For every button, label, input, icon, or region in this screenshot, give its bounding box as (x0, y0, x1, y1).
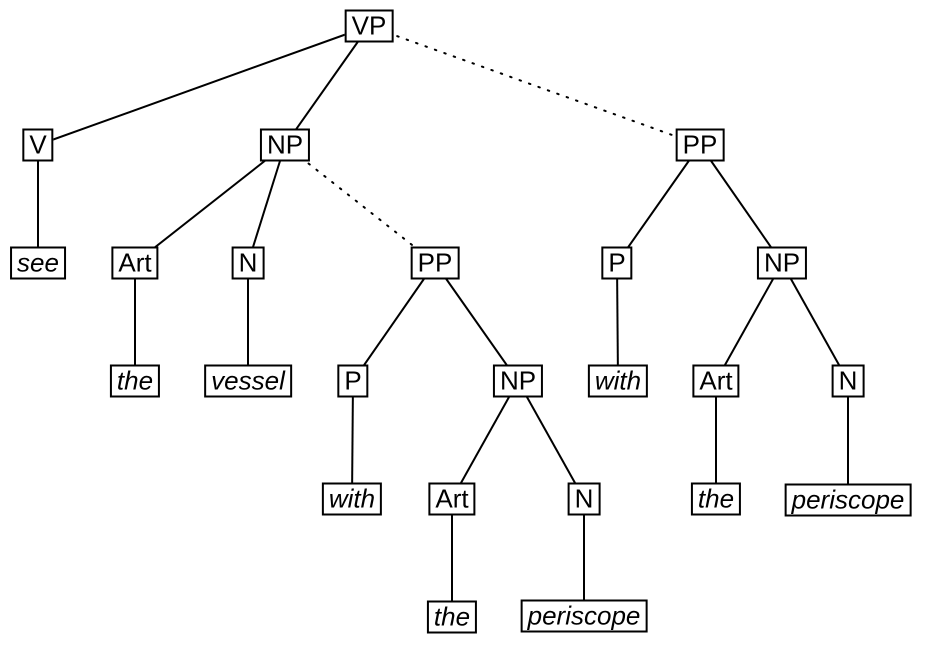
edge-np1-pp1-dotted (284, 144, 436, 264)
edge-np1-n1 (247, 144, 286, 264)
node-the3: the (690, 482, 742, 516)
node-the1: the (109, 364, 161, 398)
edge-vp-np1 (284, 25, 370, 146)
node-np3: NP (756, 246, 808, 280)
node-n1: N (231, 246, 265, 280)
edge-np2-art2 (451, 380, 519, 500)
node-n2: N (567, 482, 601, 516)
edge-pp1-p1 (352, 262, 436, 382)
node-with2: with (587, 364, 649, 398)
node-see: see (10, 246, 66, 280)
node-v: V (22, 128, 54, 162)
node-np2: NP (492, 364, 544, 398)
node-art1: Art (111, 246, 159, 280)
edge-np3-art3 (715, 262, 783, 382)
node-n3: N (831, 364, 865, 398)
node-np1: NP (259, 128, 311, 162)
edge-vp-v (37, 25, 370, 146)
node-art3: Art (692, 364, 740, 398)
edge-pp1-np2 (434, 262, 519, 382)
edge-np2-n2 (517, 380, 585, 500)
node-p2: P (601, 246, 633, 280)
edge-np1-art1 (134, 144, 286, 264)
edge-p2-with2 (616, 262, 619, 382)
edge-pp2-np3 (699, 144, 783, 264)
node-periscope1: periscope (520, 599, 648, 633)
node-art2: Art (428, 482, 476, 516)
edge-p1-with1 (351, 380, 354, 500)
node-vp: VP (344, 9, 394, 43)
node-pp2: PP (675, 128, 725, 162)
node-pp1: PP (410, 246, 460, 280)
node-periscope2: periscope (784, 483, 912, 517)
node-with1: with (321, 482, 383, 516)
edge-np3-n3 (781, 262, 849, 382)
edge-pp2-p2 (616, 144, 701, 264)
node-vessel: vessel (204, 364, 292, 398)
node-p1: P (337, 364, 369, 398)
node-the2: the (426, 600, 478, 634)
